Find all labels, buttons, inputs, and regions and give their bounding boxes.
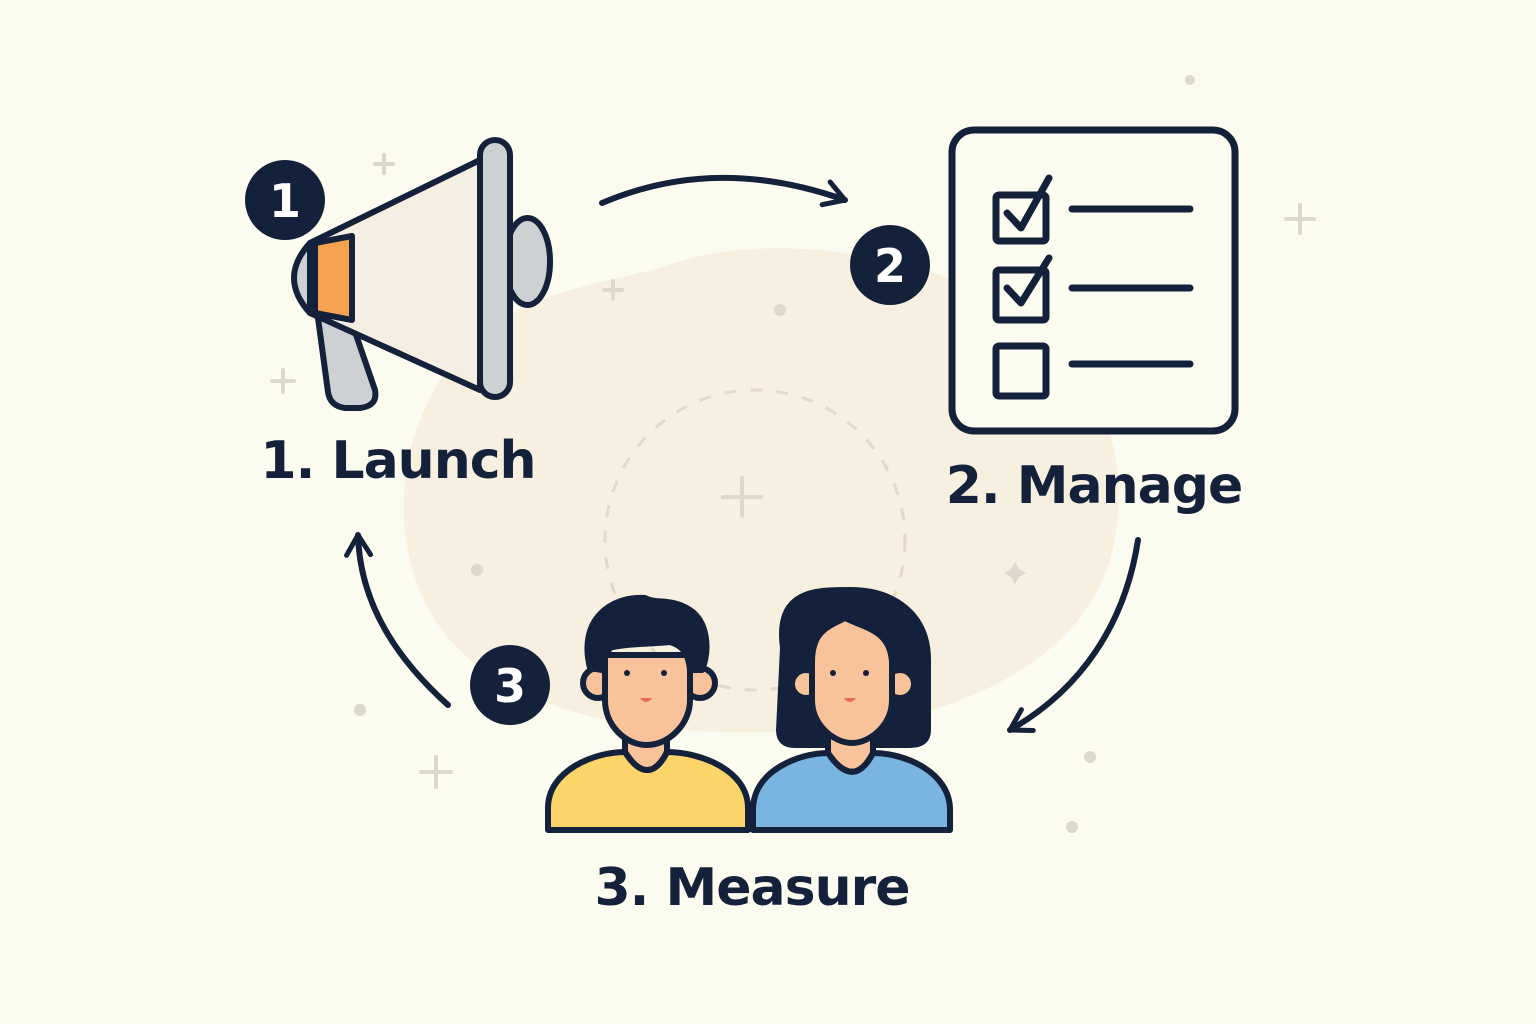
step-1-label: 1. Launch: [260, 431, 535, 491]
woman-avatar: [750, 587, 953, 833]
background-blob: [403, 248, 1119, 733]
man-hair: [584, 594, 710, 673]
checklist-board: [948, 126, 1239, 435]
step-3-number: 3: [494, 659, 526, 713]
woman-neckline: [825, 750, 876, 775]
man-eye-left: [624, 670, 630, 676]
step-3-label: 3. Measure: [594, 858, 909, 918]
megaphone-band: [312, 233, 355, 323]
checkmark-2: [1003, 254, 1053, 307]
checkmark-1: [1003, 174, 1053, 232]
decor-sparkles: [270, 153, 1316, 789]
man-avatar: [545, 594, 751, 833]
checkbox-3: [992, 342, 1050, 400]
woman-eye-left: [830, 670, 836, 676]
step-2-number: 2: [874, 239, 906, 293]
woman-face: [809, 615, 895, 746]
people-icon: [545, 587, 953, 833]
megaphone-handle: [315, 315, 379, 411]
megaphone-mouth: [291, 240, 313, 316]
step-2-badge: [850, 225, 930, 305]
woman-smile: [844, 698, 856, 702]
checkbox-2: [992, 266, 1050, 324]
man-smile: [640, 698, 652, 702]
megaphone-icon: [291, 137, 553, 411]
checkbox-1: [992, 191, 1050, 245]
arrow-launch-to-manage: [599, 174, 848, 208]
decor-star: [1004, 562, 1026, 584]
arrow-measure-to-launch: [344, 532, 451, 708]
checklist-icon: [948, 126, 1239, 435]
step-1-number: 1: [269, 174, 301, 228]
dashed-circle: [603, 388, 907, 692]
man-eye-right: [661, 670, 667, 676]
step-3-badge: [470, 645, 550, 725]
woman-eye-right: [863, 670, 869, 676]
step-2-label: 2. Manage: [946, 456, 1242, 516]
decor-dots: [354, 75, 1195, 833]
step-1-badge: [245, 160, 325, 240]
megaphone-rim: [477, 137, 513, 400]
man-neckline: [622, 749, 670, 773]
arrow-manage-to-measure: [1007, 537, 1141, 733]
